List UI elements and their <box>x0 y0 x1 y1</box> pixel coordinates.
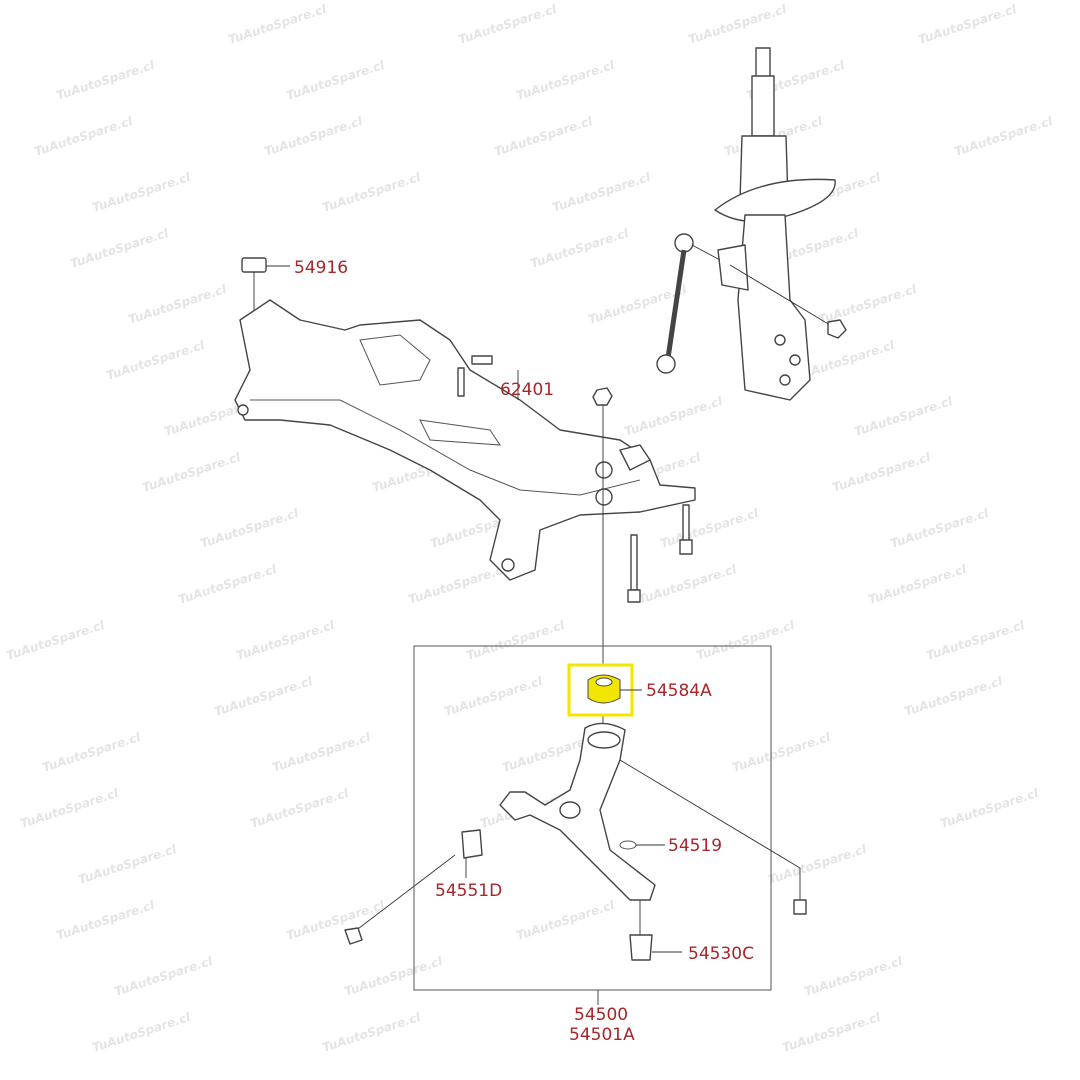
stabilizer-link <box>656 233 721 374</box>
watermark-text: TuAutoSpare.cl <box>551 170 653 215</box>
watermark-text: TuAutoSpare.cl <box>55 898 157 943</box>
watermark-text: TuAutoSpare.cl <box>831 450 933 495</box>
lower-control-arm <box>461 370 801 1005</box>
watermark-text: TuAutoSpare.cl <box>465 618 567 663</box>
watermark-text: TuAutoSpare.cl <box>903 674 1005 719</box>
watermark-text: TuAutoSpare.cl <box>889 506 991 551</box>
watermark-text: TuAutoSpare.cl <box>55 58 157 103</box>
watermark-text: TuAutoSpare.cl <box>199 506 301 551</box>
watermark-text: TuAutoSpare.cl <box>687 2 789 47</box>
bolts <box>344 355 807 945</box>
subframe-62401 <box>234 299 696 581</box>
watermark-text: TuAutoSpare.cl <box>781 1010 883 1055</box>
watermark-text: TuAutoSpare.cl <box>127 282 229 327</box>
watermark-text: TuAutoSpare.cl <box>803 954 905 999</box>
watermark-text: TuAutoSpare.cl <box>853 394 955 439</box>
watermark-text: TuAutoSpare.cl <box>515 58 617 103</box>
watermark-text: TuAutoSpare.cl <box>457 2 559 47</box>
label-54584A[interactable]: 54584A <box>646 681 712 701</box>
watermark-text: TuAutoSpare.cl <box>407 562 509 607</box>
watermark-text: TuAutoSpare.cl <box>867 562 969 607</box>
watermark-text: TuAutoSpare.cl <box>227 2 329 47</box>
watermark-text: TuAutoSpare.cl <box>321 170 423 215</box>
watermark-text: TuAutoSpare.cl <box>925 618 1027 663</box>
watermark-text: TuAutoSpare.cl <box>91 1010 193 1055</box>
watermark-text: TuAutoSpare.cl <box>33 114 135 159</box>
watermark-text: TuAutoSpare.cl <box>77 842 179 887</box>
watermark-text: TuAutoSpare.cl <box>767 842 869 887</box>
watermark-text: TuAutoSpare.cl <box>623 394 725 439</box>
watermark-text: TuAutoSpare.cl <box>235 618 337 663</box>
watermark-text: TuAutoSpare.cl <box>443 674 545 719</box>
watermark-text: TuAutoSpare.cl <box>263 114 365 159</box>
label-54519[interactable]: 54519 <box>668 836 722 856</box>
watermark-text: TuAutoSpare.cl <box>249 786 351 831</box>
watermark-text: TuAutoSpare.cl <box>105 338 207 383</box>
watermark-text: TuAutoSpare.cl <box>939 786 1041 831</box>
watermark-text: TuAutoSpare.cl <box>19 786 121 831</box>
watermark-text: TuAutoSpare.cl <box>113 954 215 999</box>
watermark-text: TuAutoSpare.cl <box>321 1010 423 1055</box>
watermark-text: TuAutoSpare.cl <box>69 226 171 271</box>
watermark-text: TuAutoSpare.cl <box>953 114 1055 159</box>
watermark-text: TuAutoSpare.cl <box>637 562 739 607</box>
strut-assembly <box>714 47 847 401</box>
watermark-text: TuAutoSpare.cl <box>343 954 445 999</box>
label-54530C[interactable]: 54530C <box>688 944 754 964</box>
watermark-text: TuAutoSpare.cl <box>817 282 919 327</box>
watermark-text: TuAutoSpare.cl <box>285 898 387 943</box>
watermark-text: TuAutoSpare.cl <box>177 562 279 607</box>
watermark-text: TuAutoSpare.cl <box>285 58 387 103</box>
watermark-text: TuAutoSpare.cl <box>515 898 617 943</box>
label-54916[interactable]: 54916 <box>294 258 348 278</box>
watermark-text: TuAutoSpare.cl <box>731 730 833 775</box>
watermark-text: TuAutoSpare.cl <box>141 450 243 495</box>
bumper-54916 <box>241 257 267 273</box>
watermark-text: TuAutoSpare.cl <box>271 730 373 775</box>
watermark-text: TuAutoSpare.cl <box>41 730 143 775</box>
watermark-text: TuAutoSpare.cl <box>917 2 1019 47</box>
watermark-text: TuAutoSpare.cl <box>529 226 631 271</box>
lower-arm-assembly-box <box>413 645 772 991</box>
label-54501A[interactable]: 54501A <box>569 1025 635 1045</box>
watermark-text: TuAutoSpare.cl <box>695 618 797 663</box>
label-62401[interactable]: 62401 <box>500 380 554 400</box>
watermark-text: TuAutoSpare.cl <box>213 674 315 719</box>
watermark-text: TuAutoSpare.cl <box>5 618 107 663</box>
label-54500[interactable]: 54500 <box>574 1005 628 1025</box>
label-54551D[interactable]: 54551D <box>435 881 502 901</box>
watermark-text: TuAutoSpare.cl <box>659 506 761 551</box>
watermark-text: TuAutoSpare.cl <box>91 170 193 215</box>
watermark-text: TuAutoSpare.cl <box>493 114 595 159</box>
